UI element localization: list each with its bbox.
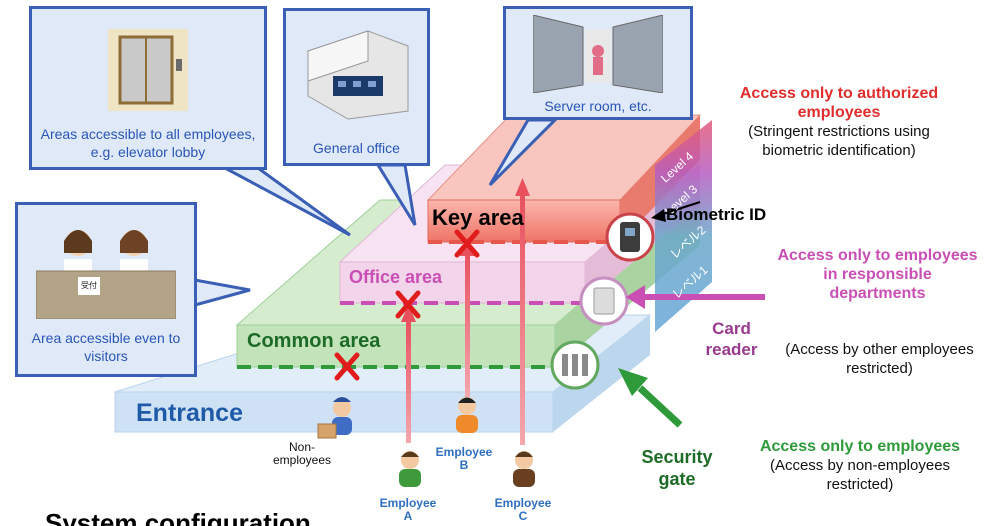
card-reader-circle: [579, 276, 629, 326]
callout-tail-elevator: [224, 166, 351, 237]
reception-sign: 受付: [78, 277, 100, 295]
callout-visitors: 受付 Area accessible even to visitors: [15, 202, 197, 377]
callout-tail-server: [488, 118, 559, 187]
callout-visitors-text: Area accessible even to visitors: [31, 330, 181, 364]
common-access-title: Access only to employees: [759, 438, 961, 455]
biometric-device-circle: [605, 212, 655, 262]
callout-office: General office: [283, 8, 430, 166]
employee-c-figure: [513, 451, 535, 487]
employee-b-label: Employee B: [435, 445, 493, 472]
common-access-text: Access only to employees (Access by non-…: [735, 437, 985, 494]
entrance-label: Entrance: [136, 399, 243, 427]
common-access-note: (Access by non-employees restricted): [769, 457, 951, 493]
pointer-arrows: [618, 201, 765, 428]
security-gate-circle: [550, 340, 600, 390]
employee-b-figure: [456, 397, 478, 433]
reception-icon: [36, 230, 176, 319]
callout-elevator-text: Areas accessible to all employees, e.g. …: [40, 126, 256, 160]
non-employee-figure: [317, 397, 352, 439]
office-access-title: Access only to employees in responsible …: [777, 247, 978, 302]
callout-server-text: Server room, etc.: [544, 98, 652, 114]
biometric-id-label: Biometric ID: [666, 205, 767, 224]
callout-elevator: Areas accessible to all employees, e.g. …: [29, 6, 267, 170]
key-area-label: Key area: [432, 205, 524, 230]
key-access-title: Access only to authorized employees: [739, 85, 939, 121]
office-area-label: Office area: [349, 267, 443, 287]
employee-a-label: Employee A: [379, 496, 437, 523]
security-gate-label: Security gate: [641, 447, 713, 489]
office-access-text: Access only to employees in responsible …: [775, 246, 980, 303]
elevator-icon: [108, 29, 188, 111]
office-access-note: (Access by other employees restricted): [785, 341, 974, 377]
system-configuration-heading: System configuration: [45, 508, 311, 526]
level-side-band: [655, 120, 712, 332]
server-room-icon: [533, 15, 663, 93]
office-room-icon: [307, 30, 408, 120]
common-area-label: Common area: [247, 330, 381, 352]
key-access-text: Access only to authorized employees (Str…: [728, 84, 950, 160]
callout-server: Server room, etc.: [503, 6, 693, 120]
key-access-note: (Stringent restrictions using biometric …: [748, 123, 930, 159]
employee-a-figure: [399, 451, 421, 487]
office-access-note-wrap: (Access by other employees restricted): [777, 340, 982, 378]
callout-tail-visitors: [193, 278, 251, 307]
non-employees-label: Non-employees: [272, 440, 332, 467]
callout-office-text: General office: [313, 140, 400, 156]
card-reader-label: Card reader: [705, 319, 758, 359]
employee-c-label: Employee C: [494, 496, 552, 523]
denied-crosses: [334, 229, 480, 381]
